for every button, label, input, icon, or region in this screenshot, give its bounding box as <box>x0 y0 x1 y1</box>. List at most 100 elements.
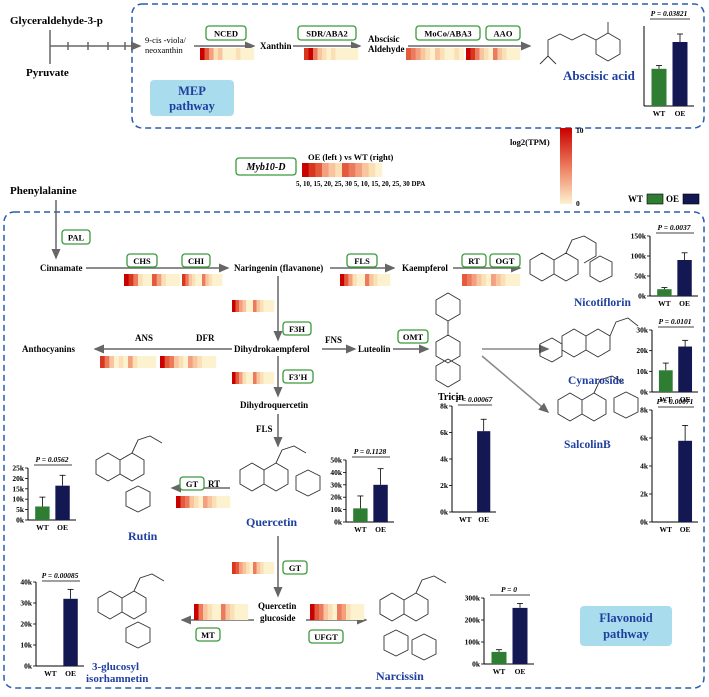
heatmap-chi-cell <box>205 274 209 286</box>
heatmaps <box>100 48 521 620</box>
heatmap-rt-ogt <box>462 274 521 286</box>
legend-wt-label: WT <box>628 194 643 204</box>
heatmap-rt-ogt-cell <box>515 274 521 286</box>
chart-salcolinb-xlabel: OE <box>680 525 691 534</box>
svg-text:UFGT: UFGT <box>314 632 338 642</box>
heatmap-gt1-cell <box>180 496 186 508</box>
heatmap-ufgt-cell <box>323 604 329 620</box>
chart-nicotiflorin-tick-label: 50k <box>634 272 647 281</box>
heatmap-ufgt-cell <box>332 604 338 620</box>
chart-narcissin-tick-label: 100k <box>465 638 481 647</box>
heatmap-gt2-cell <box>249 562 254 574</box>
chart-tricin-xlabel: OE <box>478 515 489 524</box>
heatmap-ans-cell <box>202 356 207 368</box>
heatmap-nced-cell <box>213 48 219 60</box>
heatmap-mt-cell <box>207 604 213 620</box>
heatmap-ans <box>160 356 217 368</box>
heatmap-legend-cell <box>308 163 316 177</box>
kaempferol-label: Kaempferol <box>402 263 448 273</box>
heatmap-dfr-cell <box>118 356 124 368</box>
heatmap-nced-cell <box>209 48 214 60</box>
heatmap-f3h <box>232 300 275 312</box>
rt-arrow-label: RT <box>208 479 220 489</box>
heatmap-legend-cell <box>302 163 309 177</box>
enzyme-mt: MT <box>195 627 221 642</box>
heatmap-dfr-cell <box>128 356 133 368</box>
chart-rutin-bar-wt <box>35 506 50 520</box>
chart-quercetin-tick-label: 0k <box>334 518 343 527</box>
heatmap-aao-cell <box>479 48 485 60</box>
chart-nicotiflorin-bar-oe <box>677 260 692 296</box>
salcolinb-structure <box>557 375 639 422</box>
chart-isorhamnetin-xlabel: WT <box>44 669 57 678</box>
chart-quercetin-tick-label: 10k <box>330 505 343 514</box>
enzyme-f3ph: F3'H <box>282 369 314 384</box>
svg-text:MoCo/ABA3: MoCo/ABA3 <box>424 29 471 39</box>
heatmap-legend-cell <box>368 163 376 177</box>
fls-arrow-label: FLS <box>256 424 273 434</box>
dihydroquercetin-label: Dihydroquercetin <box>240 400 308 410</box>
chart-nicotiflorin-tick-label: 0k <box>638 292 647 301</box>
svg-text:F3H: F3H <box>289 324 305 334</box>
anthocyanins-label: Anthocyanins <box>22 344 76 354</box>
heatmap-ufgt-cell <box>310 604 315 620</box>
chart-salcolinb-tick-label: 0k <box>640 518 649 527</box>
heatmap-aao-cell <box>484 48 489 60</box>
heatmap-gt2-cell <box>260 562 264 574</box>
heatmap-ans-cell <box>206 356 212 368</box>
flavonoid-pathway-badge <box>580 606 672 646</box>
quercetin-glucoside-1: Quercetin <box>258 601 296 611</box>
heatmap-ans-cell <box>174 356 179 368</box>
heatmap-f3ph-cell <box>270 372 275 384</box>
svg-text:PAL: PAL <box>68 233 85 243</box>
heatmap-nced-cell <box>249 48 255 60</box>
chart-nicotiflorin-pvalue: P = 0.0037 <box>658 223 691 232</box>
heatmap-dfr-cell <box>151 356 157 368</box>
chart-abscisic-xlabel: OE <box>675 109 686 118</box>
quercetin-label: Quercetin <box>246 515 297 529</box>
heatmap-nced-cell <box>240 48 246 60</box>
chart-tricin-tick-label: 8k <box>440 402 449 411</box>
heatmap-ufgt-cell <box>346 604 351 620</box>
heatmap-aao-cell <box>493 48 498 60</box>
chart-tricin-tick-label: 2k <box>440 481 449 490</box>
heatmap-f3h-cell <box>256 300 261 312</box>
heatmap-ufgt-cell <box>314 604 320 620</box>
enzyme-chs: CHS <box>126 253 158 268</box>
heatmap-sdr <box>304 48 359 60</box>
chart-salcolinb-bar-oe <box>678 440 693 522</box>
heatmap-legend-cell <box>315 163 323 177</box>
heatmap-fls-cell <box>385 274 391 286</box>
narcissin-label: Narcissin <box>376 669 424 683</box>
svg-text:AAO: AAO <box>494 29 513 39</box>
heatmap-sdr-cell <box>326 48 332 60</box>
heatmap-fls-cell <box>340 274 345 286</box>
svg-text:RT: RT <box>468 256 480 266</box>
luteolin-label: Luteolin <box>358 344 391 354</box>
heatmap-gt1-cell <box>198 496 204 508</box>
chart-isorhamnetin-tick-label: 40k <box>20 578 33 587</box>
chart-narcissin-tick-label: 300k <box>465 594 481 603</box>
heatmap-fls-cell <box>369 274 374 286</box>
chart-nicotiflorin-xlabel: OE <box>679 299 690 308</box>
chart-cynaroside-pvalue: P = 0.0101 <box>659 317 692 326</box>
chart-salcolinb-tick-label: 4k <box>640 462 649 471</box>
heatmap-mt-cell <box>221 604 226 620</box>
chart-rutin-xlabel: WT <box>36 523 49 532</box>
heatmap-chi-cell <box>198 274 203 286</box>
chart-rutin-xlabel: OE <box>57 523 68 532</box>
svg-text:GT: GT <box>186 479 199 489</box>
heatmap-f3ph-cell <box>235 372 240 384</box>
heatmap-moco-cell <box>449 48 455 60</box>
chart-isorhamnetin-tick-label: 0k <box>24 662 33 671</box>
heatmap-mt-cell <box>203 604 208 620</box>
heatmap-moco-cell <box>406 48 412 60</box>
heatmap-moco-cell <box>435 48 441 60</box>
legend-dpa: 5, 10, 15, 20, 25, 30 5, 10, 15, 20, 25,… <box>296 180 425 188</box>
mep-pathway-badge <box>150 80 234 116</box>
heatmap-chs-cell <box>170 274 176 286</box>
heatmap-legend-cell <box>355 163 363 177</box>
chart-isorhamnetin-tick-label: 20k <box>20 620 33 629</box>
enzyme-ufgt: UFGT <box>308 629 344 644</box>
